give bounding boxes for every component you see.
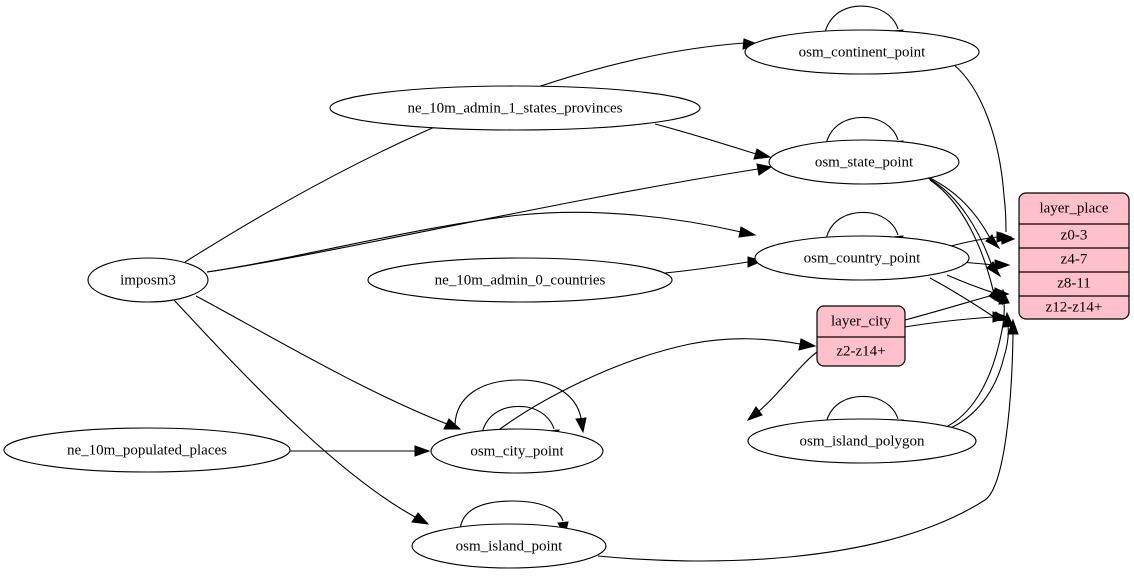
node-layer-city[interactable]: layer_city z2-z14+: [816, 305, 906, 367]
node-osm-country-point-label: osm_country_point: [804, 250, 921, 266]
node-ne-countries-label: ne_10m_admin_0_countries: [435, 272, 606, 288]
edge-osm-island-polygon-to-layer-place-z8-11: [943, 288, 1010, 429]
layer-place-row-z4-7[interactable]: z4-7: [1061, 251, 1088, 267]
edge-ne-states-to-osm-state-point: [654, 123, 772, 160]
edge-imposm3-to-osm-state-point: [206, 163, 773, 273]
edge-osm-country-point-to-layer-place-z0-3: [950, 231, 1013, 247]
edge-osm-island-polygon-to-layer-place-z12-z14: [945, 311, 1014, 431]
edge-layer-city-to-osm-island-polygon: [746, 351, 818, 421]
layer-place-row-z12-z14[interactable]: z12-z14+: [1046, 299, 1103, 315]
layer-place-title: layer_place: [1039, 200, 1108, 216]
node-osm-state-point[interactable]: osm_state_point: [768, 139, 960, 185]
edge-osm-city-point-to-layer-city: [499, 338, 817, 430]
edge-ne-countries-to-osm-country-point: [664, 256, 764, 274]
layer-place-row-z8-11[interactable]: z8-11: [1057, 275, 1091, 291]
node-osm-island-polygon-label: osm_island_polygon: [799, 433, 925, 449]
node-layer: imposm3 ne_10m_admin_1_states_provinces …: [3, 29, 1130, 569]
layer-city-row-z2-z14[interactable]: z2-z14+: [836, 343, 885, 359]
edge-self-loop-outer-osm-city-point: [454, 379, 587, 434]
node-osm-city-point[interactable]: osm_city_point: [430, 428, 604, 474]
edge-osm-continent-point-to-layer-place-z0-3: [952, 63, 1016, 245]
node-ne-10m-admin-1-states-provinces[interactable]: ne_10m_admin_1_states_provinces: [329, 85, 701, 131]
layer-city-title: layer_city: [831, 313, 891, 329]
node-imposm3[interactable]: imposm3: [87, 257, 209, 303]
node-ne-10m-populated-places[interactable]: ne_10m_populated_places: [3, 427, 291, 473]
node-layer-place[interactable]: layer_place z0-3 z4-7 z8-11 z12-z14+: [1018, 192, 1130, 320]
node-osm-island-point[interactable]: osm_island_point: [411, 523, 607, 569]
node-osm-island-polygon[interactable]: osm_island_polygon: [747, 418, 977, 464]
edge-imposm3-to-osm-country-point: [206, 211, 757, 273]
node-osm-state-point-label: osm_state_point: [815, 154, 914, 170]
edge-osm-state-point-to-layer-place-z4-7: [925, 175, 1001, 250]
node-ne-places-label: ne_10m_populated_places: [67, 442, 227, 458]
layer-place-row-z0-3[interactable]: z0-3: [1061, 227, 1088, 243]
edge-layer: [173, 5, 1019, 562]
node-osm-city-point-label: osm_city_point: [470, 443, 564, 459]
node-ne-10m-admin-0-countries[interactable]: ne_10m_admin_0_countries: [367, 257, 673, 303]
node-imposm3-label: imposm3: [120, 272, 176, 288]
node-ne-states-label: ne_10m_admin_1_states_provinces: [408, 100, 623, 116]
edge-imposm3-to-osm-island-point: [173, 299, 430, 525]
node-osm-continent-point[interactable]: osm_continent_point: [744, 29, 980, 75]
node-osm-continent-point-label: osm_continent_point: [799, 44, 926, 60]
edge-imposm3-to-osm-continent-point: [184, 38, 759, 263]
node-osm-country-point[interactable]: osm_country_point: [754, 235, 970, 281]
edge-imposm3-to-osm-city-point: [195, 295, 462, 430]
edge-layer-city-to-layer-place-z12-z14: [904, 311, 1009, 328]
edge-osm-island-point-to-layer-place-z12-z14: [597, 318, 1019, 562]
edge-ne-places-to-osm-city-point: [290, 445, 431, 457]
node-osm-island-point-label: osm_island_point: [456, 538, 564, 554]
